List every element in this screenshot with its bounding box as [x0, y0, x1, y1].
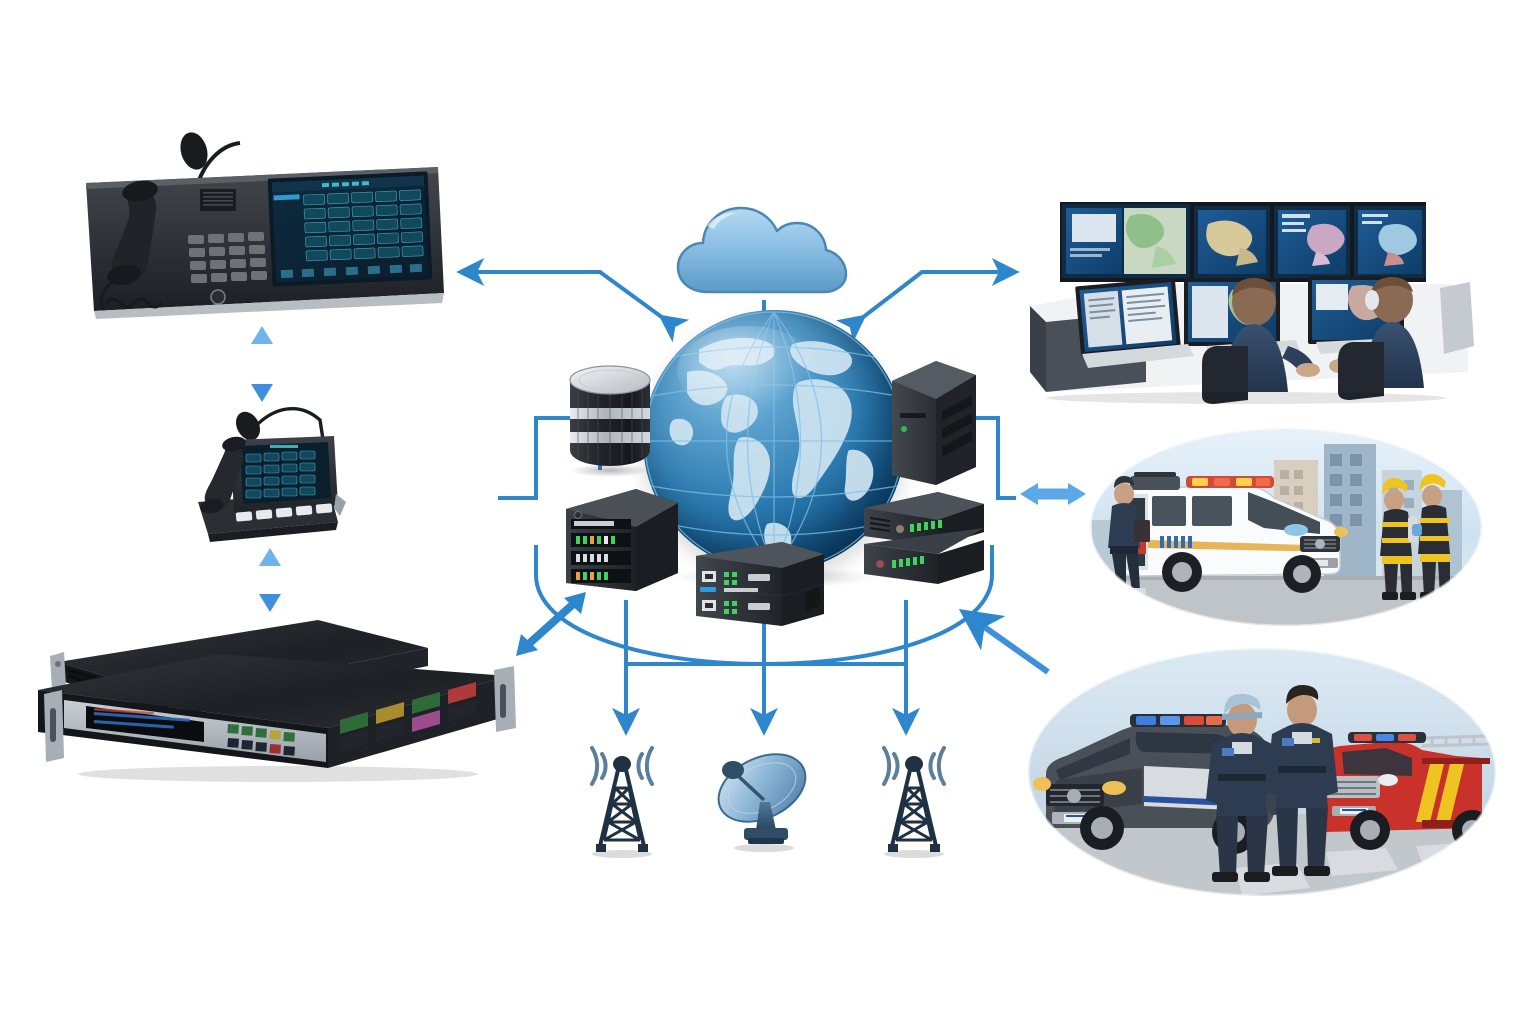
- function-key-row[interactable]: [235, 503, 333, 522]
- tower-server: [888, 357, 980, 489]
- wall-monitor-3: [1274, 206, 1350, 278]
- port-bank-right: [340, 682, 476, 752]
- officer-1: [1206, 693, 1283, 882]
- handset-cord: [99, 279, 164, 310]
- dish-base: [744, 828, 788, 840]
- server-led-row-3: [571, 569, 631, 583]
- link-core-to-police-scene: [958, 608, 1050, 675]
- rack-unit-lower: [38, 654, 516, 768]
- headlight-icon: [1334, 527, 1348, 537]
- officer-2: [1266, 684, 1338, 876]
- link-console-to-phone: [251, 326, 273, 402]
- wall-monitor-4: [1354, 206, 1426, 278]
- link-core-to-field-right: [1020, 483, 1086, 505]
- emergency-lightbar: [1130, 714, 1226, 727]
- equipment-bag: [1134, 520, 1150, 542]
- console-touchscreen[interactable]: [267, 171, 433, 287]
- globe-landmasses: [669, 337, 874, 555]
- recording-led-strip-top: [910, 520, 942, 532]
- ip-dispatch-phone[interactable]: [178, 398, 360, 548]
- server-led-row-1: [571, 533, 631, 547]
- wall-monitor-1: [1062, 204, 1190, 278]
- signal-waves-icon: [590, 746, 654, 786]
- rack-mount-servers: [28, 612, 540, 782]
- headlight-icon: [1378, 774, 1398, 786]
- wall-monitor-2: [1194, 206, 1270, 278]
- tower-mast: [890, 768, 938, 848]
- database-shadow: [571, 464, 649, 477]
- link-racks-to-core: [516, 592, 586, 656]
- desk-monitor-1: [1075, 277, 1181, 357]
- gooseneck-microphone: [236, 407, 326, 447]
- headset-icon: [1365, 290, 1379, 310]
- tower-mast: [598, 768, 646, 848]
- tower-lattice: [894, 786, 934, 842]
- function-dial[interactable]: [210, 289, 226, 305]
- radio-tower-left: [570, 742, 674, 858]
- emergency-command-van-scene: [1088, 424, 1484, 630]
- phone-stand: [334, 494, 346, 516]
- dish-feed-horn: [722, 761, 744, 779]
- phone-touchscreen[interactable]: [240, 442, 331, 504]
- fire-engine: [1318, 732, 1492, 850]
- emergency-lightbar: [1186, 476, 1274, 488]
- emergency-lightbar: [1348, 732, 1426, 743]
- firefighter-2: [1412, 474, 1454, 600]
- telephone-handset[interactable]: [199, 435, 247, 516]
- dish-mount: [756, 802, 776, 830]
- channel-button-grid: [245, 450, 316, 499]
- satellite-dish: [706, 742, 816, 858]
- operator-chair: [1202, 342, 1384, 404]
- tower-lattice: [602, 786, 642, 842]
- dish-feed-arm: [734, 772, 766, 802]
- cloud-shape: [676, 206, 848, 294]
- link-phone-to-racks: [259, 548, 281, 612]
- headlight-icon: [1102, 781, 1126, 795]
- speaker-grille: [200, 189, 236, 211]
- headlight-icon: [1033, 777, 1051, 791]
- police-and-fire-unit-scene: [1026, 646, 1498, 898]
- server-led-row-2: [571, 551, 631, 565]
- screen-toolbar: [280, 263, 423, 279]
- port-bank: [227, 724, 295, 756]
- cloud-network: [674, 196, 850, 308]
- link-cloud-to-console: [456, 258, 690, 343]
- media-gateway-stack: [690, 540, 830, 632]
- command-control-room: [1016, 196, 1478, 404]
- dispatch-server-stack: [562, 487, 682, 599]
- glove-icon: [1412, 524, 1422, 536]
- signal-waves-icon: [882, 746, 946, 786]
- van-livery: [1160, 536, 1192, 548]
- database-storage: [567, 362, 653, 477]
- dispatch-console[interactable]: [72, 125, 452, 325]
- dialpad-keypad[interactable]: [188, 232, 267, 283]
- telephone-handset[interactable]: [106, 178, 160, 288]
- headlight-icon: [1284, 524, 1308, 536]
- roof-ladder: [1421, 734, 1491, 748]
- helmet-icon: [1224, 693, 1261, 714]
- recording-server-stack: [860, 488, 990, 598]
- channel-button-grid: [303, 189, 424, 262]
- recording-led-strip-bottom: [892, 556, 924, 568]
- radio-tower-right: [862, 742, 966, 858]
- link-cloud-to-control-room: [835, 258, 1020, 343]
